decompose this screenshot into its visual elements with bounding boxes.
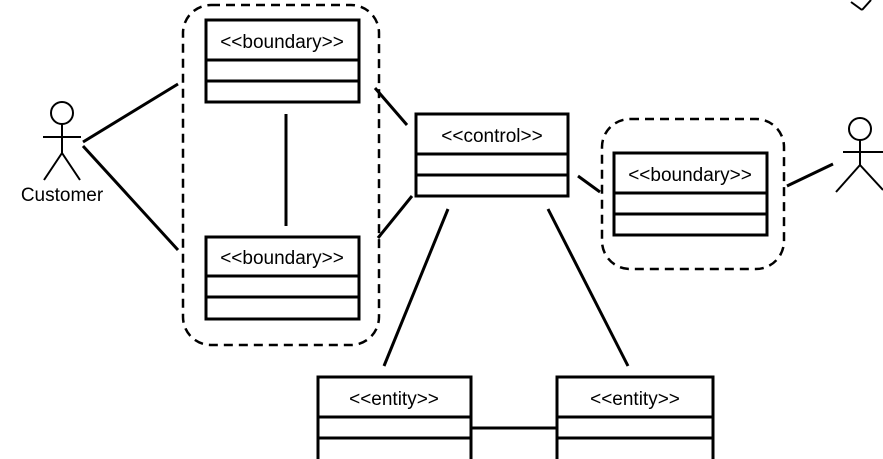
boundary-right-stereotype: <<boundary>> xyxy=(628,165,752,186)
boundary-class-right: <<boundary>> xyxy=(612,151,769,237)
assoc-control-entity-right xyxy=(546,208,630,367)
external-actor xyxy=(835,0,883,193)
assoc-boundary-top-control xyxy=(373,87,409,126)
actor-head-icon xyxy=(848,117,872,141)
assoc-customer-boundary-top xyxy=(82,82,179,144)
entity-right-stereotype: <<entity>> xyxy=(590,389,680,410)
boundary-top-stereotype: <<boundary>> xyxy=(220,32,344,53)
assoc-control-boundary-right xyxy=(577,174,601,194)
entity-left-stereotype: <<entity>> xyxy=(349,389,439,410)
assoc-control-entity-left xyxy=(382,208,450,367)
control-class: <<control>> xyxy=(414,112,570,198)
entity-class-left: <<entity>> xyxy=(316,375,473,459)
boundary-bottom-stereotype: <<boundary>> xyxy=(220,248,344,269)
control-stereotype: <<control>> xyxy=(441,126,542,147)
customer-actor-label: Customer xyxy=(21,185,104,206)
entity-class-right: <<entity>> xyxy=(555,375,715,459)
assoc-boundary-right-actor xyxy=(786,162,834,188)
assoc-customer-boundary-bottom xyxy=(81,144,180,252)
actor-head-icon xyxy=(50,101,74,125)
customer-actor: Customer xyxy=(21,101,104,206)
external-boundary-group xyxy=(600,117,786,271)
boundary-class-top: <<boundary>> xyxy=(204,18,361,104)
assoc-boundary-bottom-control xyxy=(376,195,414,239)
boundary-class-bottom: <<boundary>> xyxy=(204,235,361,321)
